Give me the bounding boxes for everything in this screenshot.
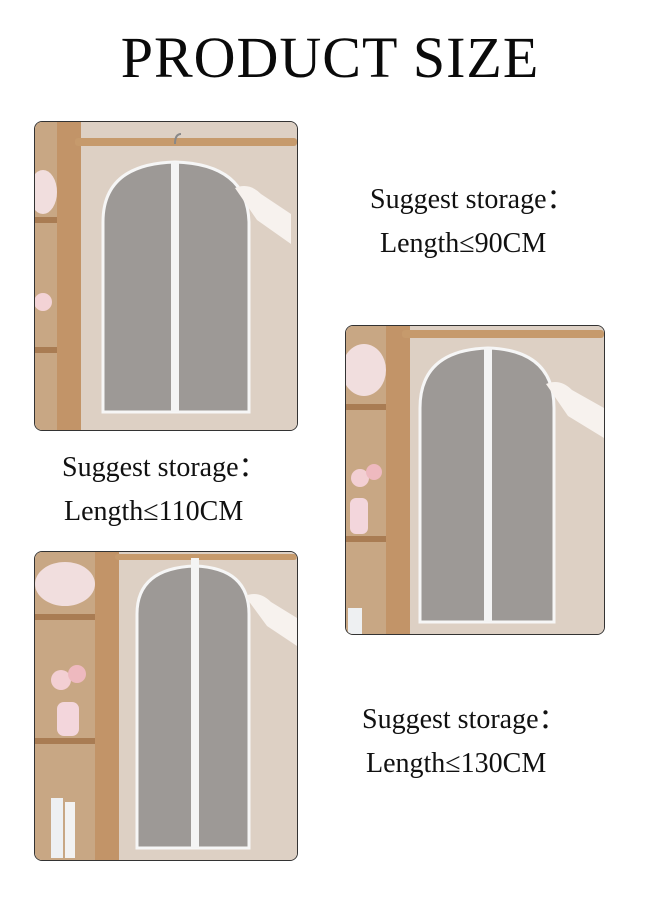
garment-bag-illustration bbox=[35, 122, 297, 430]
garment-bag-photo-medium bbox=[345, 325, 605, 635]
garment-bag-photo-small bbox=[34, 121, 298, 431]
page-title: PRODUCT SIZE bbox=[120, 25, 540, 90]
caption-medium: Suggest storage： Length≤110CM bbox=[62, 446, 267, 534]
caption-large: Suggest storage： Length≤130CM bbox=[362, 698, 567, 786]
caption-small: Suggest storage： Length≤90CM bbox=[370, 178, 575, 266]
suggest-storage-label: Suggest storage： bbox=[62, 452, 267, 483]
suggest-storage-label: Suggest storage： bbox=[362, 704, 567, 735]
garment-bag-photo-large bbox=[34, 551, 298, 861]
length-value: Length≤110CM bbox=[64, 496, 244, 527]
length-value: Length≤90CM bbox=[380, 228, 547, 259]
garment-bag-illustration bbox=[346, 326, 604, 634]
suggest-storage-label: Suggest storage： bbox=[370, 184, 575, 215]
garment-bag-illustration bbox=[35, 552, 297, 860]
length-value: Length≤130CM bbox=[366, 748, 547, 779]
